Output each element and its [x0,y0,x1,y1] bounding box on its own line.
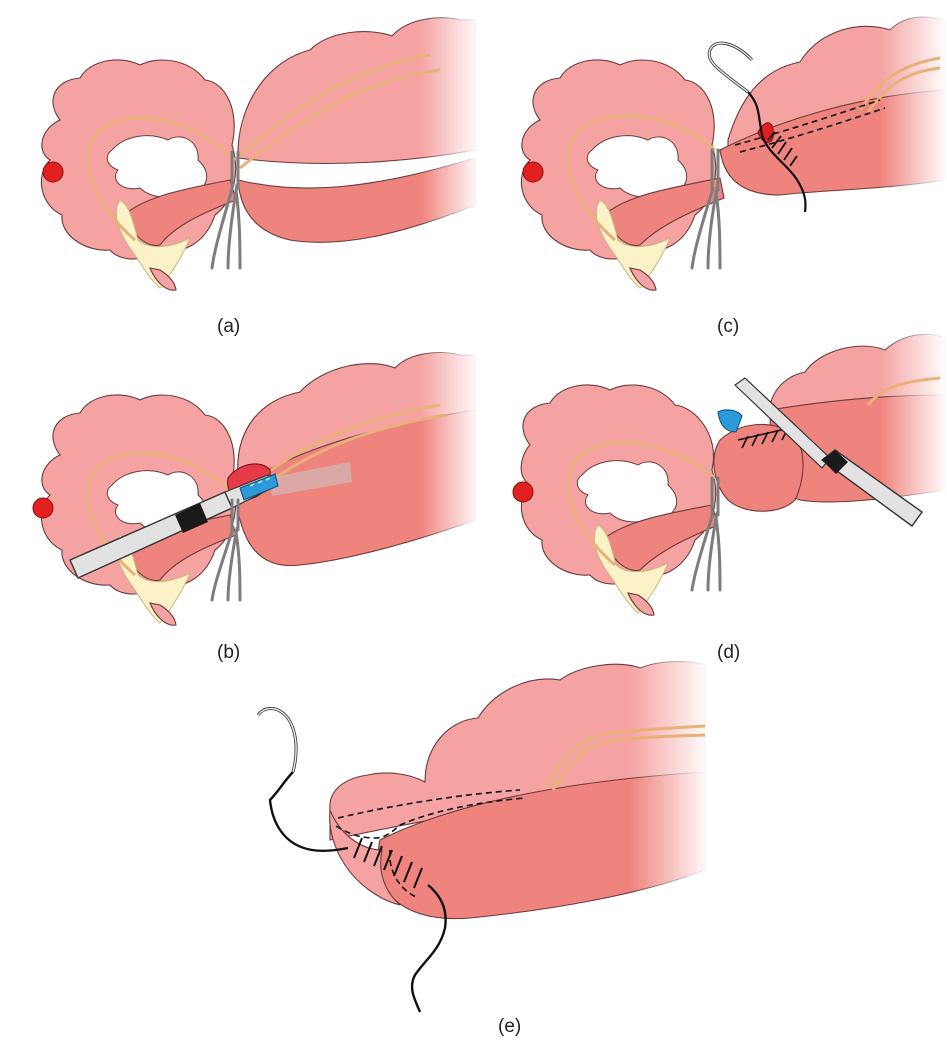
panel-e [258,650,710,1012]
panel-label-a: (a) [217,316,240,337]
lesion-icon [513,482,533,502]
needle-icon [709,43,752,92]
needle-icon [258,708,296,772]
panel-label-d: (d) [717,642,740,663]
panel-b [33,345,480,625]
panel-a [41,10,480,290]
lesion-icon [523,162,543,182]
panel-label-e: (e) [498,1016,521,1037]
lesion-icon [33,498,53,518]
panel-label-c: (c) [717,316,739,337]
panel-c [521,10,947,290]
panel-label-b: (b) [217,642,240,663]
panel-d [513,330,947,615]
lesion-icon [43,162,63,182]
